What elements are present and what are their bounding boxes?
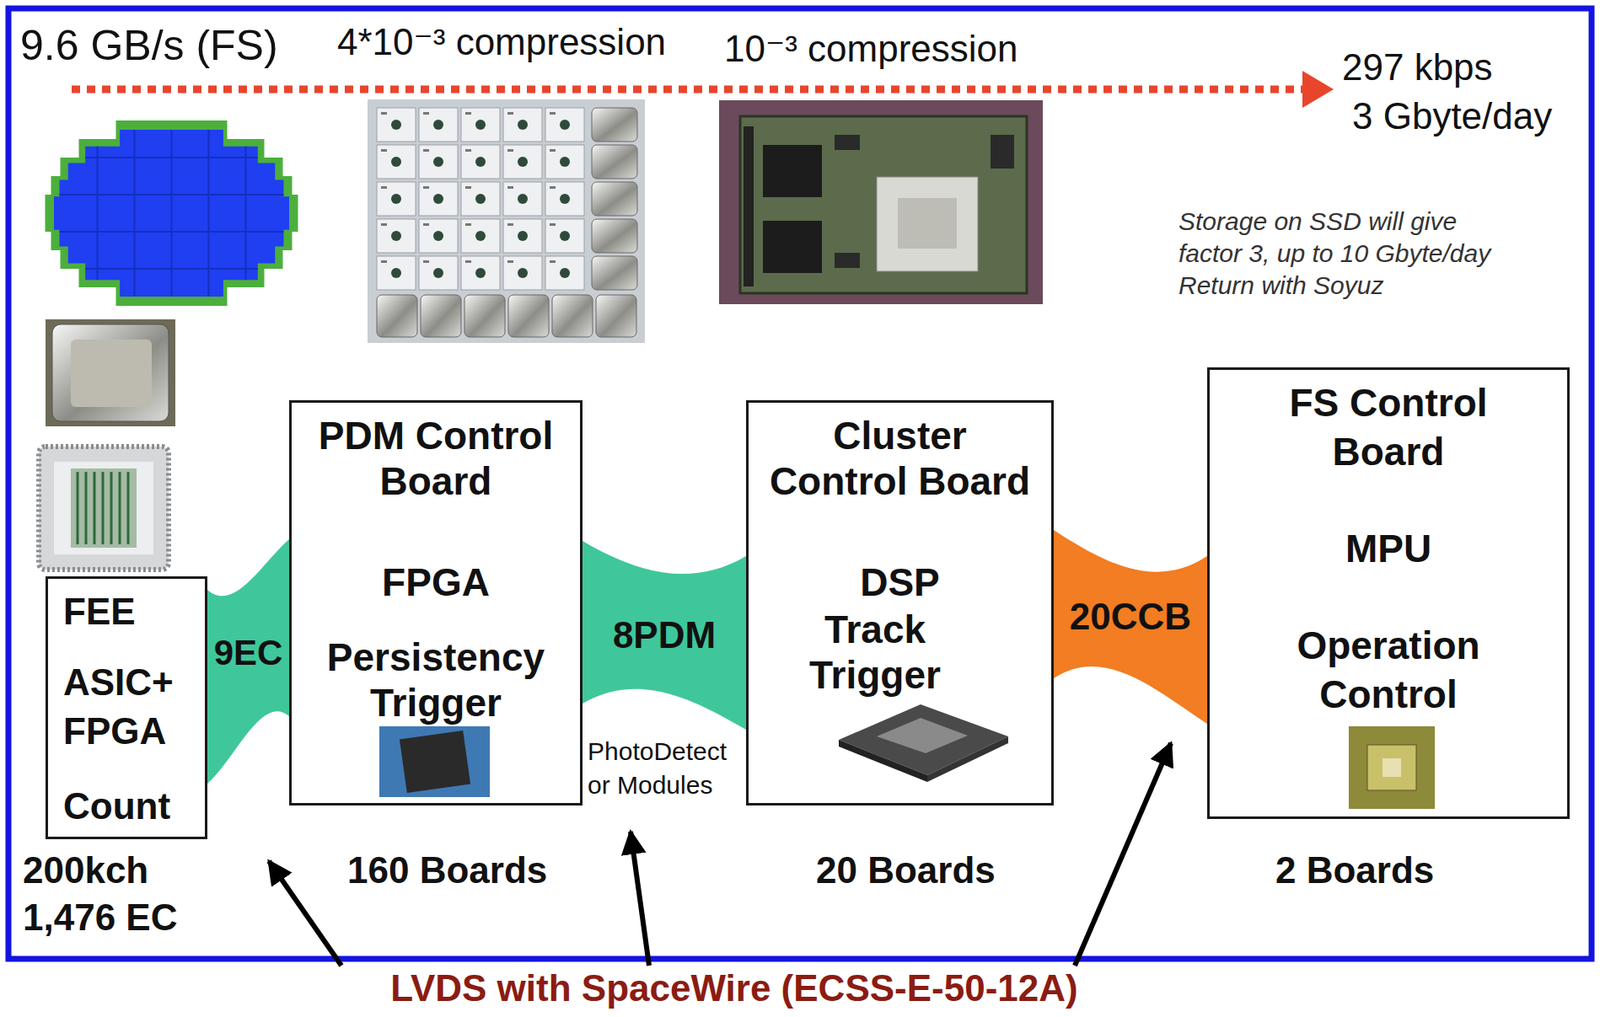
photo-ground — [367, 99, 645, 344]
chip-core — [1382, 758, 1402, 778]
mpu-chip-photo — [1348, 726, 1435, 810]
dsp-chip — [762, 144, 822, 198]
bus-band — [207, 539, 290, 784]
chip-core — [70, 468, 137, 548]
ec-unit-photo — [45, 319, 176, 427]
chip-die — [1367, 745, 1417, 791]
component-box: PDM Control BoardFPGA Persistency Trigger — [289, 400, 583, 806]
box-text: Track Trigger — [790, 606, 960, 698]
box-text: DSP — [763, 559, 1037, 606]
text-label: 20 Boards — [816, 848, 996, 894]
box-text: FEE — [63, 587, 190, 637]
leader-arrow — [630, 832, 650, 967]
leader-arrow — [1074, 743, 1171, 967]
text-label: 9.6 GB/s (FS) — [20, 20, 279, 71]
chip-top — [838, 704, 1009, 776]
fpga-chip-photo — [379, 726, 490, 798]
focal-surface-core — [42, 118, 304, 312]
cube — [52, 324, 169, 422]
bus-label: 20CCB — [1069, 595, 1192, 639]
box-text: Cluster Control Board — [763, 413, 1037, 505]
data-flow-line — [71, 85, 1304, 94]
pcb — [740, 116, 1027, 294]
text-label: LVDS with SpaceWire (ECSS-E-50-12A) — [390, 969, 1078, 1009]
dsp-chip — [762, 220, 822, 274]
focal-surface — [42, 118, 304, 312]
chip-body — [1348, 726, 1435, 810]
bus-band — [582, 541, 747, 731]
chip-side — [927, 736, 1009, 783]
box-text: FPGA — [308, 559, 564, 606]
text-label: 4*10⁻³ compression — [337, 20, 666, 65]
cube-face — [70, 339, 152, 408]
chip-die — [53, 461, 154, 555]
dsp-chip-icon — [838, 704, 1009, 783]
chip-stripes — [77, 472, 129, 545]
dsp-board-photo — [719, 100, 1043, 305]
chip-die — [876, 718, 968, 754]
component-box: Cluster Control BoardDSPTrack Trigger — [746, 400, 1054, 806]
text-label: 2 Boards — [1275, 848, 1434, 894]
chip-side — [838, 740, 928, 783]
box-text: MPU — [1226, 524, 1551, 574]
small-part — [834, 252, 860, 269]
connector — [743, 126, 754, 287]
box-text: ASIC+ FPGA — [63, 658, 190, 757]
cube-row — [375, 293, 639, 339]
data-flow-head — [1302, 70, 1334, 108]
box-text: Persistency Trigger — [308, 634, 564, 726]
chip-body — [399, 730, 471, 794]
pdm-photo — [367, 99, 645, 344]
asic-chip-photo — [38, 446, 169, 570]
box-text: PDM Control Board — [308, 413, 564, 505]
box-text: FS Control Board — [1261, 378, 1515, 477]
small-part — [834, 134, 860, 151]
bus-band — [1053, 530, 1208, 725]
text-label: 200kch — [22, 848, 149, 894]
text-label: 1,476 EC — [22, 895, 178, 941]
frame-border — [8, 8, 1592, 960]
fpga-lid — [897, 198, 957, 249]
photo-ground — [719, 100, 1043, 305]
focal-surface-fill — [42, 118, 304, 312]
text-label: 297 kbps — [1342, 45, 1493, 90]
component-box: FS Control BoardMPU Operation Control — [1207, 367, 1570, 820]
box-text: Count — [63, 782, 190, 832]
text-label: 160 Boards — [347, 848, 548, 894]
fpga-chip — [876, 177, 978, 272]
text-label: Storage on SSD will give factor 3, up to… — [1178, 205, 1504, 302]
cube-column — [590, 106, 639, 292]
leader-arrow — [268, 861, 342, 967]
bus-label: 9EC — [214, 632, 284, 675]
component-box: FEE ASIC+ FPGA Count — [45, 576, 208, 840]
pmt-grid — [375, 106, 586, 292]
photo-ground — [45, 319, 176, 427]
chip-body — [38, 446, 169, 570]
focal-surface-grid — [42, 118, 304, 312]
photo-ground — [379, 726, 490, 798]
text-label: 3 Gbyte/day — [1352, 94, 1552, 139]
bus-label: 8PDM — [612, 613, 716, 658]
text-label: PhotoDetect or Modules — [587, 735, 741, 803]
small-part — [990, 134, 1015, 169]
text-label: 10⁻³ compression — [724, 26, 1018, 71]
box-text: Operation Control — [1261, 621, 1515, 720]
